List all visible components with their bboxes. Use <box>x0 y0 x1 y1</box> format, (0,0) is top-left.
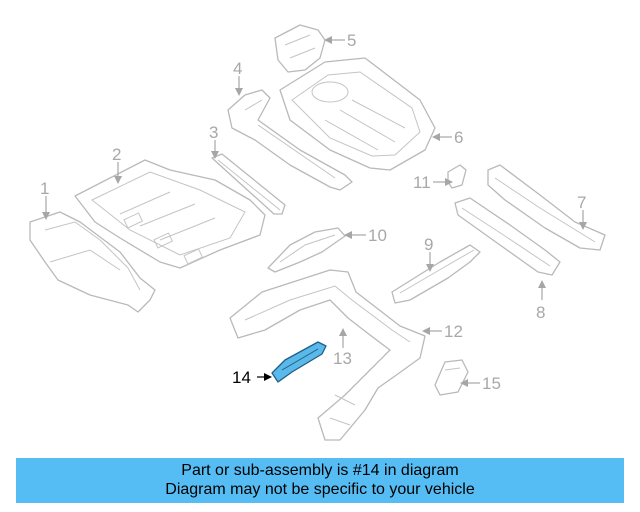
part-10-reinforcement <box>267 227 346 273</box>
part-9-reinforcement <box>391 244 481 304</box>
part-12-crossmember <box>229 269 426 441</box>
part-14-highlighted <box>271 341 327 383</box>
callout-10: 10 <box>368 226 387 245</box>
parts-diagram: 1 2 3 4 5 6 7 8 9 10 11 12 13 14 15 <box>29 24 606 441</box>
part-3-rail <box>211 153 286 215</box>
caption-banner: Part or sub-assembly is #14 in diagram D… <box>16 458 624 503</box>
part-1-floor-pan <box>29 211 156 313</box>
part-11-bracket <box>447 164 467 189</box>
caption-line-1: Part or sub-assembly is #14 in diagram <box>181 462 459 479</box>
callout-15: 15 <box>482 374 501 393</box>
callout-5: 5 <box>347 31 356 50</box>
callout-leaders <box>42 36 587 387</box>
part-4-crossmember <box>227 89 353 191</box>
part-7-rear-rail <box>487 164 606 251</box>
callout-13: 13 <box>333 349 352 368</box>
callout-11: 11 <box>413 173 431 192</box>
callout-8: 8 <box>536 303 545 322</box>
callout-labels: 1 2 3 4 5 6 7 8 9 10 11 12 13 14 15 <box>40 31 586 393</box>
part-6-spare-tire-tub <box>279 57 436 171</box>
callout-3: 3 <box>209 123 218 142</box>
callout-14: 14 <box>232 368 251 387</box>
callout-7: 7 <box>577 193 586 212</box>
callout-4: 4 <box>233 59 242 78</box>
caption-line-2: Diagram may not be specific to your vehi… <box>165 481 475 498</box>
callout-2: 2 <box>112 145 121 164</box>
part-8-rear-rail-lower <box>454 197 561 276</box>
callout-9: 9 <box>424 235 433 254</box>
part-15-bracket <box>434 359 469 396</box>
callout-12: 12 <box>444 322 463 341</box>
part-2-floor-pan <box>74 159 266 269</box>
callout-6: 6 <box>454 128 463 147</box>
part-5-bracket <box>274 24 326 73</box>
callout-1: 1 <box>40 179 49 198</box>
